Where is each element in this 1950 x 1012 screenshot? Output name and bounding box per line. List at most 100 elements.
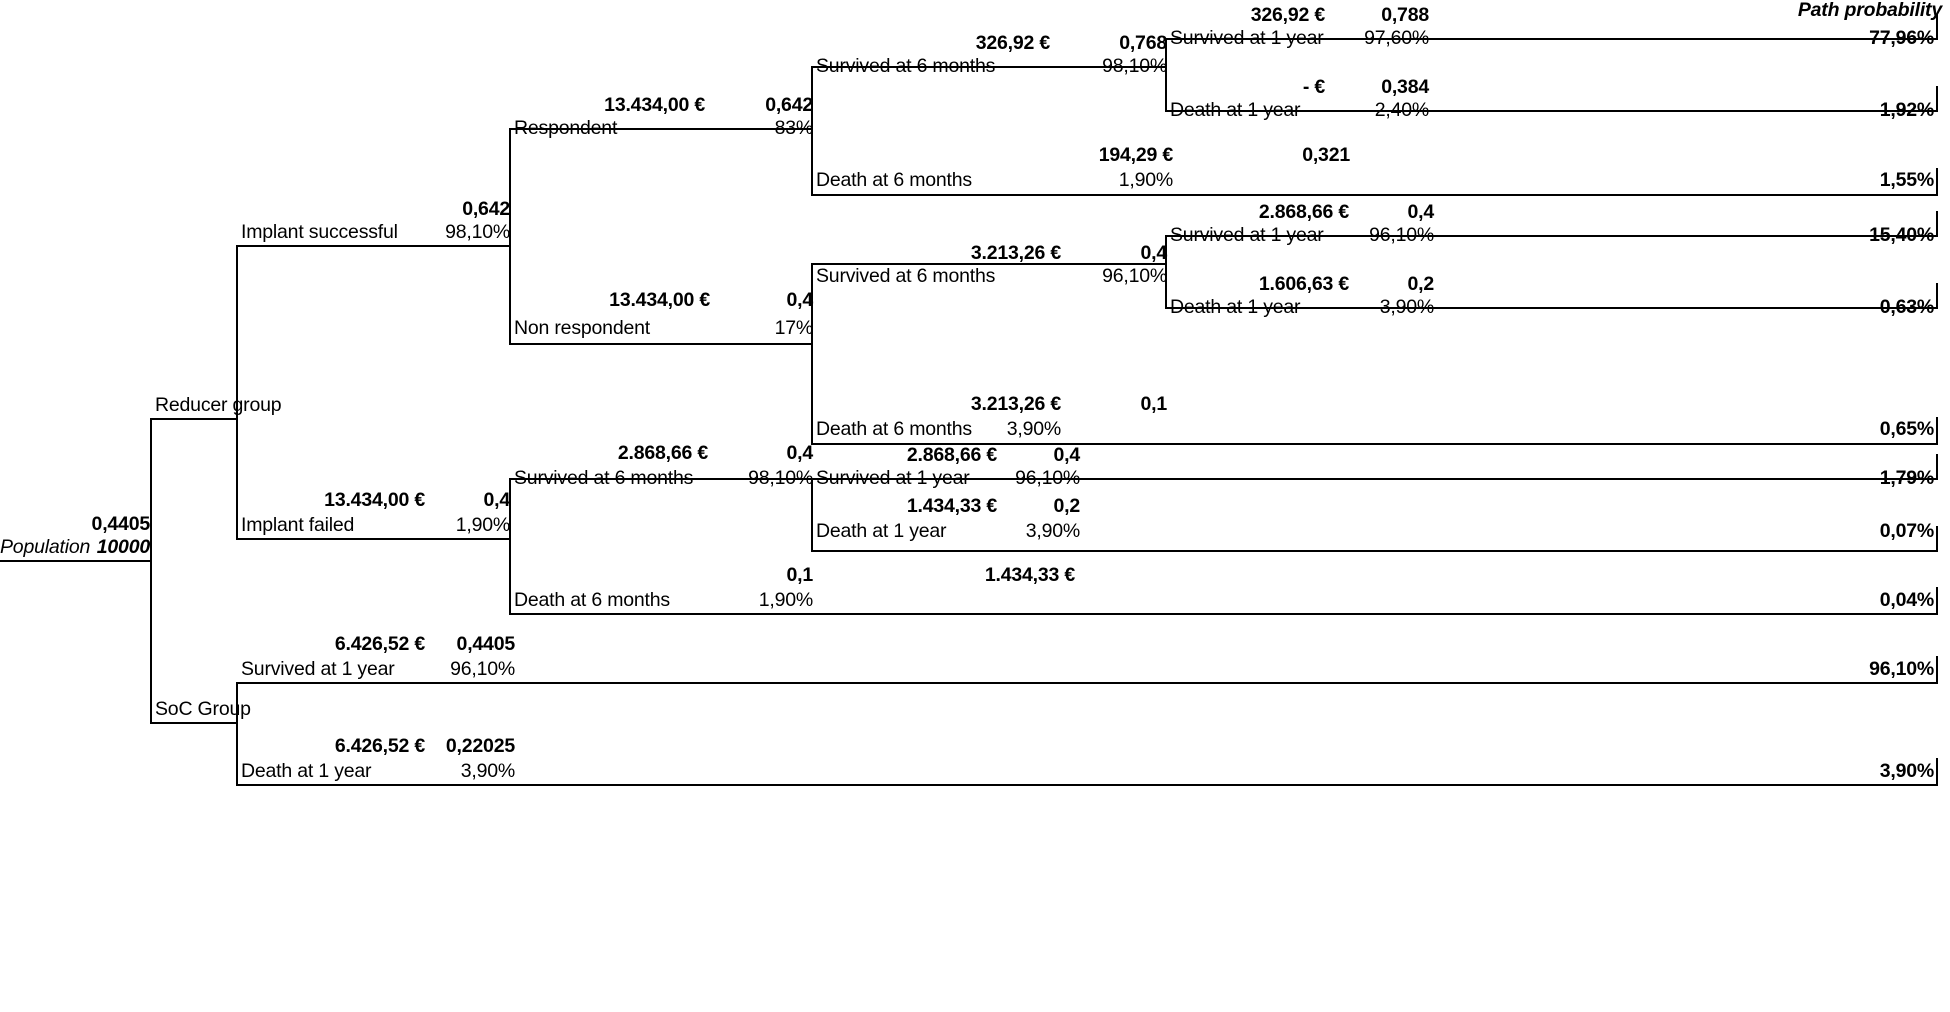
node-failed-death6-prob: 1,90% — [758, 589, 813, 611]
edge-resp-surv6-split — [1165, 38, 1168, 110]
edge-root-split — [150, 418, 153, 722]
node-implant-successful-value: 0,642 — [462, 198, 510, 220]
node-resp-surv6-surv1-path: 77,96% — [1869, 27, 1934, 49]
tip-resp-surv6-death1 — [1936, 86, 1939, 112]
path-probability-header: Path probability — [1797, 0, 1942, 21]
node-failed-death6-value: 0,1 — [786, 564, 813, 586]
edge-to-soc-group — [150, 722, 238, 725]
node-nonresp-surv6-surv1-cost: 2.868,66 € — [1258, 201, 1349, 223]
node-failed-death6-path: 0,04% — [1879, 589, 1934, 611]
node-soc-death1-label: Death at 1 year — [241, 760, 372, 782]
edge-soc-surv1 — [236, 682, 1938, 685]
node-resp-surv6-label: Survived at 6 months — [816, 55, 996, 77]
edge-nonresp-surv6 — [811, 263, 1167, 266]
node-resp-surv6-value: 0,768 — [1119, 32, 1167, 54]
node-nonresp-surv6-label: Survived at 6 months — [816, 265, 996, 287]
node-failed-surv6-surv1-path: 1,79% — [1879, 467, 1934, 489]
edge-non-respondent — [509, 343, 813, 346]
edge-failed-surv6-surv1 — [811, 478, 1938, 481]
node-respondent-cost: 13.434,00 € — [604, 94, 705, 116]
node-soc-surv1-label: Survived at 1 year — [241, 658, 395, 680]
node-nonresp-surv6-death1-value: 0,2 — [1407, 273, 1434, 295]
node-non-respondent-prob: 17% — [774, 317, 814, 339]
edge-nonresp-surv6-death1 — [1165, 307, 1938, 310]
edge-soc-split — [236, 682, 239, 784]
node-nonresp-surv6-cost: 3.213,26 € — [970, 242, 1061, 264]
node-soc-surv1-path: 96,10% — [1869, 658, 1934, 680]
node-failed-surv6-label: Survived at 6 months — [514, 467, 694, 489]
edge-resp-surv6-surv1 — [1165, 38, 1938, 41]
edge-to-reducer-group — [150, 418, 238, 421]
node-soc-group-label: SoC Group — [155, 698, 251, 720]
node-nonresp-death6-label: Death at 6 months — [816, 418, 972, 440]
tip-resp-death6 — [1936, 168, 1939, 196]
edge-failed-death6 — [509, 613, 1938, 616]
node-implant-failed-prob: 1,90% — [455, 514, 510, 536]
node-failed-surv6-surv1-value: 0,4 — [1053, 444, 1080, 466]
edge-root-stub — [0, 560, 150, 563]
node-resp-surv6-death1-label: Death at 1 year — [1170, 99, 1301, 121]
edge-nonresp-death6 — [811, 443, 1938, 446]
tip-soc-surv1 — [1936, 656, 1939, 684]
edge-failed-surv6-split — [811, 478, 814, 550]
node-nonresp-surv6-death1-label: Death at 1 year — [1170, 296, 1301, 318]
tip-failed-death6 — [1936, 587, 1939, 615]
node-resp-surv6-surv1-prob: 97,60% — [1364, 27, 1429, 49]
edge-implant-successful-split — [509, 128, 512, 343]
node-failed-surv6-death1-cost: 1.434,33 € — [906, 495, 997, 517]
node-failed-surv6-death1-label: Death at 1 year — [816, 520, 947, 542]
node-failed-surv6-value: 0,4 — [786, 442, 813, 464]
node-soc-surv1-prob: 96,10% — [450, 658, 515, 680]
root-count: 10000 — [96, 536, 150, 558]
node-resp-surv6-death1-prob: 2,40% — [1374, 99, 1429, 121]
node-resp-death6-path: 1,55% — [1879, 169, 1934, 191]
edge-soc-death1 — [236, 784, 1938, 787]
edge-implant-failed-split — [509, 478, 512, 613]
edge-nonresp-surv6-split — [1165, 235, 1168, 307]
node-implant-successful-label: Implant successful — [241, 221, 398, 243]
node-soc-death1-prob: 3,90% — [460, 760, 515, 782]
node-non-respondent-cost: 13.434,00 € — [609, 289, 710, 311]
node-nonresp-surv6-surv1-path: 15,40% — [1869, 224, 1934, 246]
node-nonresp-death6-path: 0,65% — [1879, 418, 1934, 440]
node-resp-surv6-death1-path: 1,92% — [1879, 99, 1934, 121]
node-implant-failed-label: Implant failed — [241, 514, 355, 536]
edge-respondent — [509, 128, 813, 131]
edge-resp-surv6-death1 — [1165, 110, 1938, 113]
node-nonresp-surv6-surv1-value: 0,4 — [1407, 201, 1434, 223]
edge-implant-failed — [236, 538, 511, 541]
tip-soc-death1 — [1936, 758, 1939, 786]
node-failed-surv6-cost: 2.868,66 € — [617, 442, 708, 464]
node-respondent-value: 0,642 — [765, 94, 813, 116]
node-nonresp-surv6-value: 0,4 — [1140, 242, 1167, 264]
node-respondent-prob: 83% — [774, 117, 814, 139]
tip-nonresp-surv6-surv1 — [1936, 211, 1939, 237]
node-implant-failed-value: 0,4 — [483, 489, 510, 511]
root-ev: 0,4405 — [91, 513, 151, 535]
node-failed-death6-label: Death at 6 months — [514, 589, 670, 611]
node-nonresp-death6-value: 0,1 — [1140, 393, 1167, 415]
node-failed-surv6-death1-prob: 3,90% — [1025, 520, 1080, 542]
tip-resp-surv6-surv1 — [1936, 14, 1939, 40]
node-non-respondent-value: 0,4 — [786, 289, 813, 311]
edge-non-respondent-split — [811, 263, 814, 444]
node-nonresp-surv6-death1-cost: 1.606,63 € — [1258, 273, 1349, 295]
node-resp-surv6-surv1-label: Survived at 1 year — [1170, 27, 1324, 49]
node-failed-surv6-surv1-prob: 96,10% — [1015, 467, 1080, 489]
node-failed-surv6-surv1-cost: 2.868,66 € — [906, 444, 997, 466]
edge-resp-death6 — [811, 194, 1938, 197]
node-nonresp-surv6-surv1-prob: 96,10% — [1369, 224, 1434, 246]
root-label: Population — [0, 536, 91, 558]
node-nonresp-surv6-death1-prob: 3,90% — [1379, 296, 1434, 318]
node-failed-surv6-death1-value: 0,2 — [1053, 495, 1080, 517]
node-resp-death6-label: Death at 6 months — [816, 169, 972, 191]
tip-failed-surv6-death1 — [1936, 526, 1939, 552]
node-failed-surv6-prob: 98,10% — [748, 467, 813, 489]
edge-nonresp-surv6-surv1 — [1165, 235, 1938, 238]
node-resp-surv6-surv1-cost: 326,92 € — [1250, 4, 1326, 26]
node-resp-surv6-death1-value: 0,384 — [1381, 76, 1429, 98]
node-nonresp-death6-prob: 3,90% — [1006, 418, 1061, 440]
tip-nonresp-surv6-death1 — [1936, 283, 1939, 309]
edge-reducer-split — [236, 245, 239, 538]
